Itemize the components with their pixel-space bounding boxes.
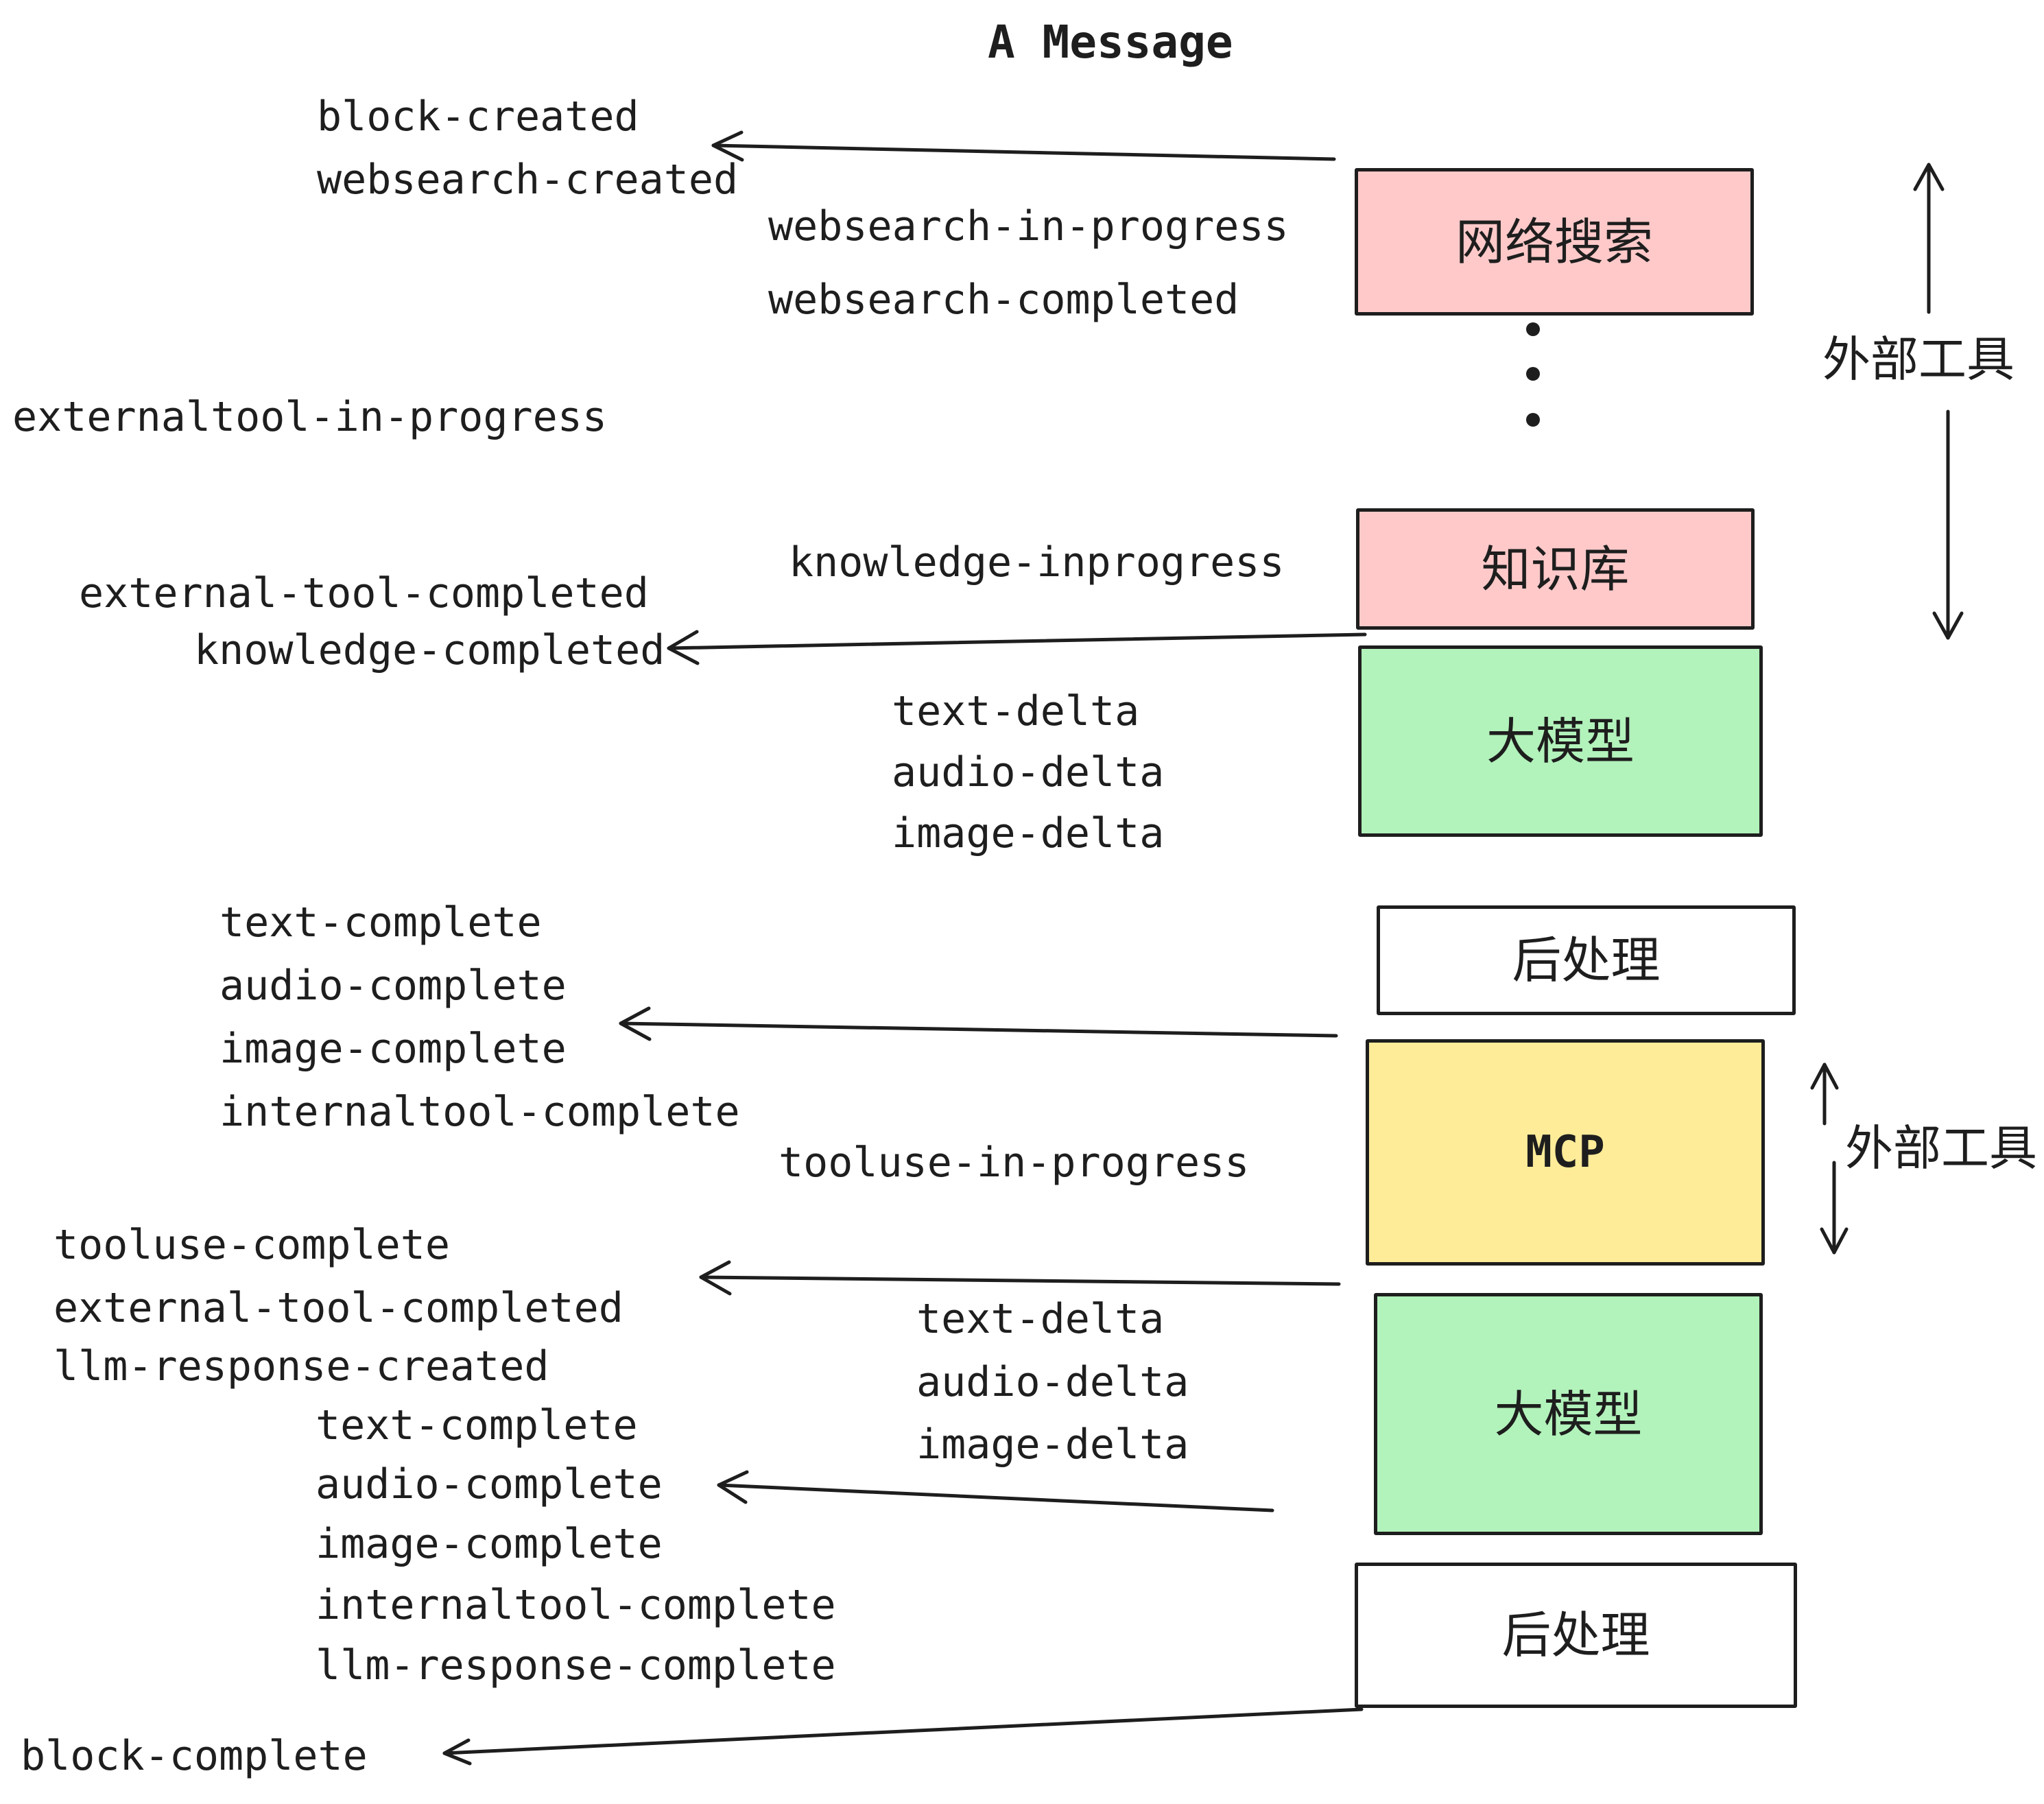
event-image-delta: image-delta [892, 809, 1165, 857]
event-text-complete: text-complete [316, 1401, 638, 1449]
arrow-external-tools-down-icon [1932, 410, 1964, 640]
arrow-block-complete-icon [442, 1707, 1364, 1766]
event-text-delta: text-delta [916, 1295, 1165, 1343]
event-llm-response-created: llm-response-created [54, 1342, 549, 1390]
event-externaltool-in-progress: externaltool-in-progress [12, 393, 607, 441]
box-llm-2-label: 大模型 [1494, 1385, 1643, 1443]
event-tooluse-in-progress: tooluse-in-progress [779, 1139, 1250, 1187]
event-external-tool-completed: external-tool-completed [54, 1284, 623, 1332]
box-postprocess-2: 后处理 [1355, 1563, 1797, 1708]
event-internaltool-complete: internaltool-complete [219, 1088, 740, 1136]
box-llm-2: 大模型 [1374, 1293, 1763, 1535]
arrow-websearch-created-icon [711, 130, 1336, 162]
event-internaltool-complete: internaltool-complete [316, 1581, 836, 1629]
arrow-tooluse-complete-icon [699, 1260, 1341, 1296]
box-knowledge-base-label: 知识库 [1481, 540, 1630, 598]
event-tooluse-complete: tooluse-complete [54, 1221, 450, 1269]
external-tools-label-2: 外部工具 [1845, 1120, 2037, 1176]
box-mcp: MCP [1366, 1039, 1765, 1266]
event-block-created: block-created [317, 93, 639, 141]
arrow-audio-complete-icon [717, 1470, 1274, 1512]
event-block-complete: block-complete [21, 1732, 368, 1780]
event-text-delta: text-delta [892, 687, 1140, 735]
event-audio-complete: audio-complete [316, 1460, 663, 1508]
vertical-ellipsis-icon [1526, 322, 1540, 427]
event-audio-delta: audio-delta [916, 1358, 1189, 1406]
arrow-external-tools-up-icon [1913, 163, 1945, 314]
event-knowledge-inprogress: knowledge-inprogress [789, 538, 1285, 586]
arrow-mcp-up-icon [1810, 1063, 1839, 1126]
arrow-internal-complete-icon [619, 1006, 1338, 1041]
box-websearch-label: 网络搜索 [1455, 213, 1653, 271]
event-websearch-created: websearch-created [317, 156, 739, 204]
event-audio-delta: audio-delta [892, 748, 1165, 796]
box-postprocess-1: 后处理 [1377, 905, 1796, 1015]
box-postprocess-2-label: 后处理 [1501, 1606, 1650, 1664]
event-audio-complete: audio-complete [219, 962, 567, 1010]
box-llm-1-label: 大模型 [1486, 712, 1635, 770]
box-websearch: 网络搜索 [1355, 168, 1754, 316]
box-llm-1: 大模型 [1358, 645, 1763, 837]
box-mcp-label: MCP [1525, 1127, 1605, 1178]
event-text-complete: text-complete [219, 899, 542, 947]
event-image-complete: image-complete [316, 1520, 663, 1568]
page-title: A Message [988, 16, 1233, 69]
arrow-knowledge-completed-icon [667, 630, 1367, 665]
box-postprocess-1-label: 后处理 [1512, 931, 1661, 989]
external-tools-label-1: 外部工具 [1822, 331, 2015, 388]
event-external-tool-completed: external-tool-completed [79, 569, 649, 617]
box-knowledge-base: 知识库 [1356, 508, 1755, 630]
event-websearch-in-progress: websearch-in-progress [768, 202, 1289, 250]
event-websearch-completed: websearch-completed [768, 276, 1239, 324]
event-llm-response-complete: llm-response-complete [316, 1641, 836, 1689]
event-image-delta: image-delta [916, 1421, 1189, 1469]
event-image-complete: image-complete [219, 1025, 567, 1073]
arrow-mcp-down-icon [1820, 1161, 1849, 1255]
event-knowledge-completed: knowledge-completed [194, 626, 665, 674]
